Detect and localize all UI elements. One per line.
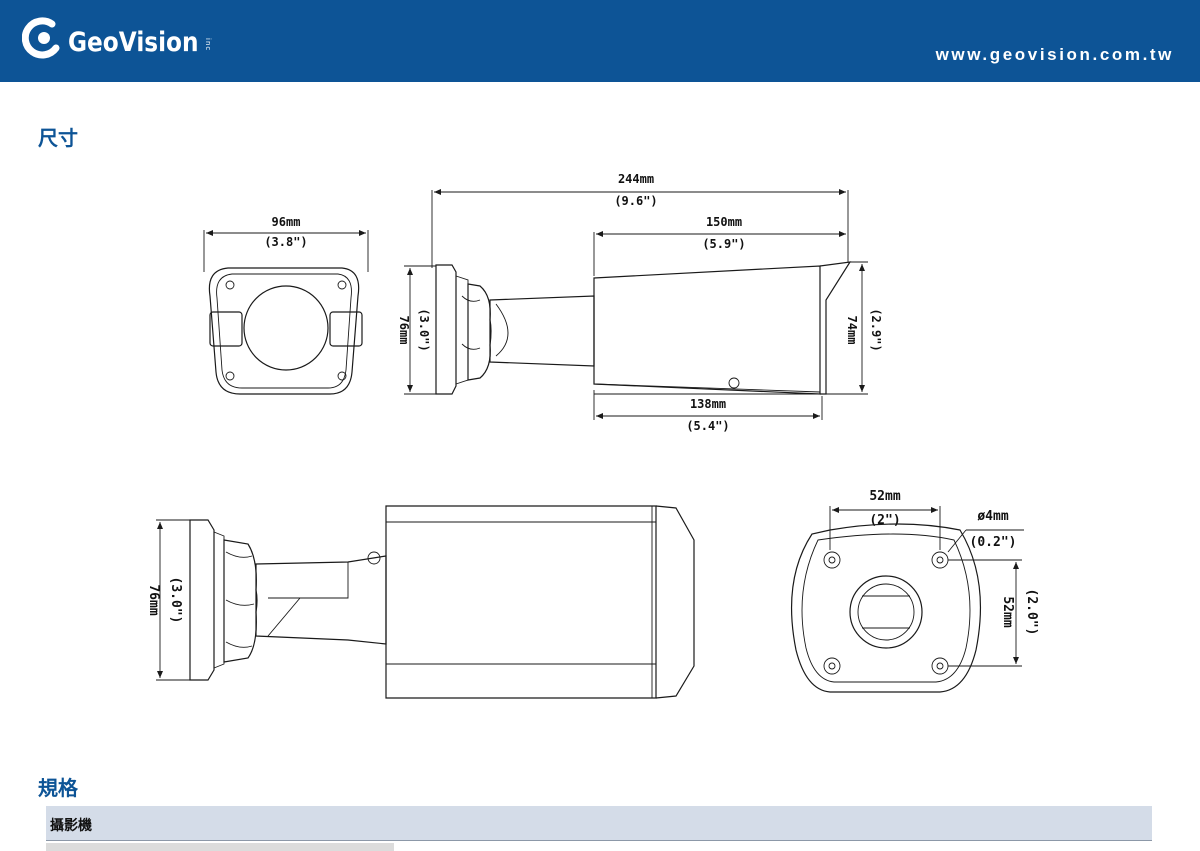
- body-mm: 138mm: [690, 397, 726, 411]
- dimension-drawing: 96mm (3.8") 244mm (9.6") 150mm (5.9"): [146, 172, 1039, 699]
- body-in: (5.4"): [686, 419, 729, 433]
- base-height-mm: 76mm: [397, 316, 411, 345]
- geovision-swirl-icon: [22, 17, 60, 59]
- specs-title: 規格: [38, 776, 78, 800]
- front-height-mm: 74mm: [845, 316, 859, 345]
- front-view: 96mm (3.8"): [203, 215, 369, 395]
- site-url[interactable]: www.geovision.com.tw: [935, 45, 1174, 64]
- housing-mm: 150mm: [706, 215, 742, 229]
- front-height-in: (2.9"): [869, 308, 883, 351]
- top-view: 244mm (9.6") 150mm (5.9") 138mm (5.4") 7…: [397, 172, 883, 433]
- length-in: (9.6"): [614, 194, 657, 208]
- side-height-in: (3.0"): [168, 577, 183, 624]
- side-height-mm: 76mm: [146, 584, 161, 615]
- mount-spacing-mm: 52mm: [869, 489, 900, 504]
- hole-mm: ø4mm: [977, 509, 1008, 524]
- dimensions-title: 尺寸: [38, 126, 78, 150]
- length-mm: 244mm: [618, 172, 654, 186]
- spec-table-row: [46, 843, 394, 851]
- hole-in: (0.2"): [970, 535, 1017, 550]
- side-view: 76mm (3.0"): [146, 505, 695, 699]
- brand-name: GeoVision: [68, 26, 199, 58]
- site-header: GeoVision inc www.geovision.com.tw: [0, 0, 1200, 82]
- mount-spacing-in: (2"): [869, 513, 900, 528]
- brand-suffix: inc: [203, 38, 212, 52]
- housing-in: (5.9"): [702, 237, 745, 251]
- spec-table-header: 攝影機: [46, 806, 1152, 840]
- front-width-in: (3.8"): [264, 235, 307, 249]
- front-width-mm: 96mm: [272, 215, 301, 229]
- geovision-logo[interactable]: GeoVision inc: [22, 16, 212, 62]
- mount-vspacing-mm: 52mm: [1000, 596, 1015, 627]
- spec-table-header-label: 攝影機: [50, 818, 92, 834]
- divider: [46, 840, 1152, 841]
- mount-view: 52mm (2") ø4mm (0.2") 52mm (2.0"): [790, 489, 1039, 693]
- mount-vspacing-in: (2.0"): [1024, 589, 1039, 636]
- base-height-in: (3.0"): [417, 308, 431, 351]
